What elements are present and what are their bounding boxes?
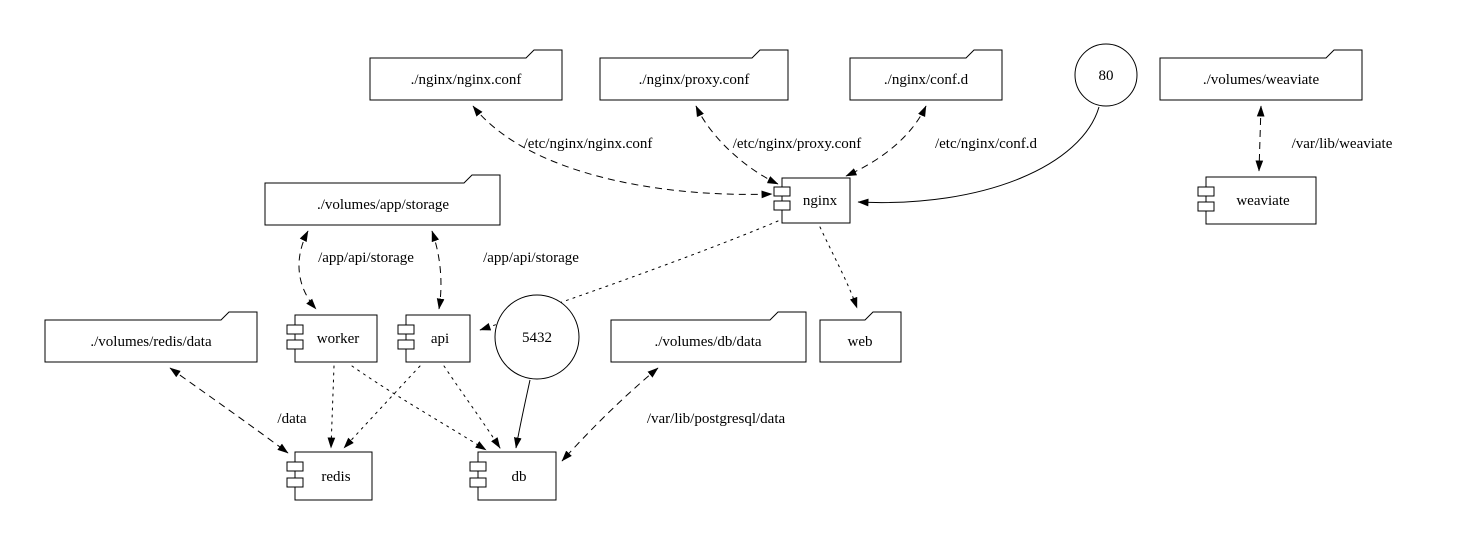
node-conf-d: ./nginx/conf.d (849, 49, 1003, 101)
edge-path (472, 105, 773, 199)
node-port-5432: 5432 (494, 294, 580, 380)
edge-redis-data-mount: /data (169, 367, 307, 454)
component-tab-icon (469, 461, 487, 472)
edge-label: /var/lib/postgresql/data (647, 411, 786, 427)
folder-icon (264, 174, 501, 226)
edge-path (443, 365, 501, 449)
edge-path (298, 230, 317, 310)
node-label: ./nginx/nginx.conf (411, 72, 522, 88)
folder-icon (849, 49, 1003, 101)
node-label: web (848, 334, 873, 350)
node-label: worker (317, 331, 359, 347)
edge-worker-redis-dep (327, 365, 336, 449)
edge-label: /var/lib/weaviate (1292, 136, 1393, 152)
component-tab-icon (286, 324, 304, 335)
component-tab-icon (469, 477, 487, 488)
edge-path (857, 106, 1100, 207)
node-label: 5432 (522, 330, 552, 346)
component-tab-icon (773, 186, 791, 197)
component-box (1205, 176, 1317, 225)
edge-label: /app/api/storage (318, 250, 414, 266)
node-label: redis (321, 469, 350, 485)
folder-icon (599, 49, 789, 101)
node-label: nginx (803, 193, 838, 209)
node-volumes-redis-data: ./volumes/redis/data (44, 311, 258, 363)
node-nginx-conf: ./nginx/nginx.conf (369, 49, 563, 101)
component-tab-icon (286, 461, 304, 472)
node-volumes-app-storage: ./volumes/app/storage (264, 174, 501, 226)
node-redis: redis (286, 451, 373, 501)
node-nginx: nginx (773, 177, 851, 224)
edge-label: /etc/nginx/nginx.conf (524, 136, 653, 152)
edge-weaviate-mount: /var/lib/weaviate (1255, 105, 1393, 172)
port-circle-icon (1074, 43, 1138, 107)
edge-storage-api-mount: /app/api/storage (431, 230, 579, 310)
node-proxy-conf: ./nginx/proxy.conf (599, 49, 789, 101)
edge-api-db-dep (443, 365, 501, 449)
edge-path (1255, 105, 1265, 172)
edge-path (513, 379, 531, 449)
component-tab-icon (286, 477, 304, 488)
node-label: db (512, 469, 527, 485)
component-tab-icon (1197, 201, 1215, 212)
node-api: api (397, 314, 471, 363)
node-label: ./volumes/weaviate (1203, 72, 1320, 88)
edge-port-80-nginx (857, 106, 1100, 207)
component-tab-icon (397, 339, 415, 350)
component-tab-icon (773, 200, 791, 211)
folder-icon (1159, 49, 1363, 101)
node-db: db (469, 451, 557, 501)
edge-nginx-proxy-conf-mount: /etc/nginx/proxy.conf (695, 105, 862, 185)
edge-port-5432-db (513, 379, 531, 449)
node-label: api (431, 331, 449, 347)
edge-db-data-mount: /var/lib/postgresql/data (561, 367, 786, 462)
component-tab-icon (397, 324, 415, 335)
edge-api-redis-dep (343, 365, 421, 449)
edge-storage-worker-mount: /app/api/storage (298, 230, 414, 310)
edge-path (695, 105, 779, 185)
edge-label: /etc/nginx/conf.d (935, 136, 1038, 152)
edge-nginx-nginx-conf-mount: /etc/nginx/nginx.conf (472, 105, 773, 199)
edge-path (845, 105, 927, 177)
edge-path (819, 226, 858, 309)
node-label: ./volumes/db/data (654, 334, 761, 350)
node-label: weaviate (1236, 193, 1290, 209)
folder-icon (610, 311, 807, 363)
edge-path (169, 367, 289, 454)
folder-icon (44, 311, 258, 363)
edge-label: /app/api/storage (483, 250, 579, 266)
component-tab-icon (1197, 186, 1215, 197)
node-worker: worker (286, 314, 378, 363)
component-box (294, 451, 373, 501)
folder-icon (819, 311, 902, 363)
node-label: ./nginx/proxy.conf (639, 72, 750, 88)
edge-path (327, 365, 336, 449)
edge-nginx-conf-d-mount: /etc/nginx/conf.d (845, 105, 1038, 177)
folder-icon (369, 49, 563, 101)
edge-nginx-web-dep (819, 226, 858, 309)
edge-path (561, 367, 659, 462)
edge-path (351, 365, 487, 451)
node-port-80: 80 (1074, 43, 1138, 107)
port-circle-icon (494, 294, 580, 380)
node-label: 80 (1099, 68, 1114, 84)
node-label: ./volumes/app/storage (317, 197, 449, 213)
edge-path (343, 365, 421, 449)
component-box (477, 451, 557, 501)
edge-label: /etc/nginx/proxy.conf (733, 136, 862, 152)
edge-label: /data (277, 411, 306, 427)
component-box (294, 314, 378, 363)
node-web: web (819, 311, 902, 363)
component-box (405, 314, 471, 363)
edge-path (431, 230, 445, 310)
node-volumes-weaviate: ./volumes/weaviate (1159, 49, 1363, 101)
node-label: ./nginx/conf.d (884, 72, 969, 88)
edge-worker-db-dep (351, 365, 487, 451)
node-label: ./volumes/redis/data (90, 334, 212, 350)
node-weaviate: weaviate (1197, 176, 1317, 225)
node-volumes-db-data: ./volumes/db/data (610, 311, 807, 363)
component-tab-icon (286, 339, 304, 350)
